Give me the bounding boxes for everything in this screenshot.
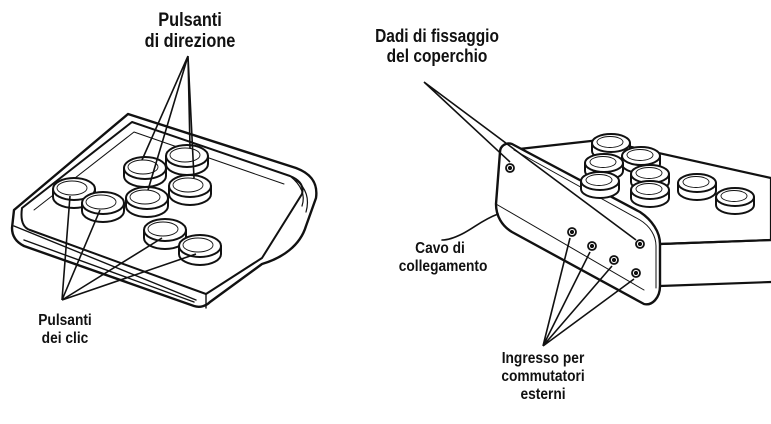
- right-device-side-view: [494, 133, 771, 306]
- cover-nut: [505, 163, 515, 173]
- direction-button: [168, 174, 212, 206]
- direction-button: [123, 156, 167, 188]
- click-buttons-leader-lines: [61, 195, 197, 301]
- switch-input-port: [567, 227, 577, 237]
- left-device-top-view: [10, 112, 318, 309]
- switch-inputs-leader-lines: [542, 237, 635, 347]
- direction-button: [165, 144, 209, 176]
- cable-label: Cavo di collegamento: [398, 240, 488, 275]
- connection-cable: [441, 213, 499, 241]
- switch-inputs-label: Ingresso per commutatori esterni: [501, 350, 585, 403]
- direction-buttons-label: Pulsanti di direzione: [144, 10, 236, 53]
- direction-button: [125, 186, 169, 218]
- click-button: [715, 187, 755, 215]
- direction-buttons-leader-lines: [141, 55, 195, 191]
- click-buttons-label: Pulsanti dei clic: [38, 312, 92, 347]
- cover-nuts-leader-lines: [423, 81, 637, 241]
- click-button: [178, 234, 222, 266]
- click-button: [630, 180, 670, 208]
- switch-input-port: [631, 268, 641, 278]
- cover-nuts-label: Dadi di fissaggio del coperchio: [375, 26, 499, 67]
- cover-nut: [635, 239, 645, 249]
- left-device-top-plate: [20, 121, 304, 295]
- switch-input-port: [609, 255, 619, 265]
- click-button: [580, 171, 620, 199]
- click-button: [677, 173, 717, 201]
- switch-input-port: [587, 241, 597, 251]
- click-button: [81, 191, 125, 223]
